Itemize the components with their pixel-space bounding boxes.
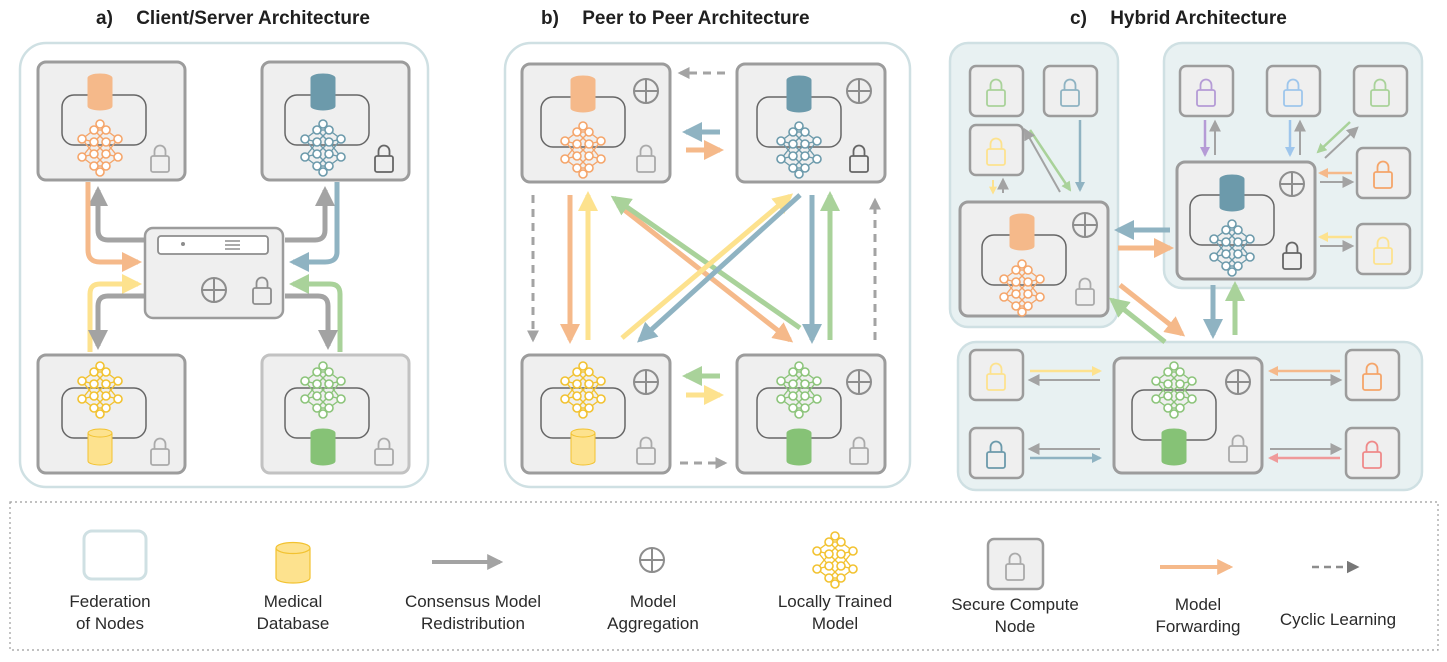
legend-label-cyclic: Cyclic Learning bbox=[1258, 609, 1418, 631]
node-green-hub bbox=[1112, 356, 1264, 475]
legend-line: Redistribution bbox=[421, 614, 525, 633]
secure-node-icon bbox=[986, 537, 1045, 591]
legend-label-local-model: Locally Trained Model bbox=[755, 591, 915, 635]
small-node bbox=[1344, 426, 1401, 480]
panel-c-title: c) Hybrid Architecture bbox=[1070, 8, 1287, 30]
small-node bbox=[1042, 64, 1099, 118]
panel-a-title: a) Client/Server Architecture bbox=[96, 8, 370, 30]
node-yellow bbox=[36, 353, 187, 475]
forwarding-arrow bbox=[1118, 283, 1186, 337]
central-server bbox=[143, 226, 285, 320]
small-node bbox=[1178, 64, 1235, 118]
redistribution-arrow bbox=[285, 186, 335, 243]
forwarding-arrow bbox=[616, 203, 794, 343]
panel-b-title-text: Peer to Peer Architecture bbox=[582, 8, 810, 29]
forwarding-arrow bbox=[1316, 121, 1351, 154]
legend-line: Model bbox=[1174, 595, 1222, 614]
legend-line: Node bbox=[994, 617, 1036, 636]
small-node bbox=[1344, 348, 1401, 402]
node-blue bbox=[260, 60, 411, 182]
legend-line: Model bbox=[629, 592, 677, 611]
legend-label-secure-node: Secure Compute Node bbox=[935, 594, 1095, 638]
panel-c-hybrid bbox=[948, 41, 1424, 492]
legend-line: Federation bbox=[69, 592, 151, 611]
panel-c-letter: c) bbox=[1070, 8, 1087, 29]
legend-line: Locally Trained bbox=[777, 592, 893, 611]
legend-label-aggregation: Model Aggregation bbox=[573, 591, 733, 635]
small-node bbox=[968, 123, 1025, 177]
federation-icon bbox=[82, 529, 148, 581]
legend-line: Cyclic Learning bbox=[1279, 610, 1397, 629]
panel-b-letter: b) bbox=[541, 8, 559, 29]
redistribution-arrow bbox=[285, 293, 338, 350]
node-orange-hub bbox=[958, 200, 1110, 318]
small-node bbox=[1355, 222, 1412, 276]
small-node bbox=[1265, 64, 1322, 118]
node-orange bbox=[520, 62, 672, 184]
legend-line: Consensus Model bbox=[404, 592, 542, 611]
redistribution-arrow bbox=[1023, 127, 1061, 193]
panel-b-peer-to-peer bbox=[503, 41, 912, 489]
legend-line: Forwarding bbox=[1155, 617, 1241, 636]
legend-label-database: Medical Database bbox=[213, 591, 373, 635]
forwarding-arrow bbox=[1108, 297, 1167, 344]
small-node bbox=[968, 64, 1025, 118]
small-node bbox=[1355, 146, 1412, 200]
forwarding-arrow bbox=[637, 193, 802, 343]
legend-border bbox=[9, 501, 1439, 651]
legend-label-redistribution: Consensus Model Redistribution bbox=[393, 591, 553, 635]
neural-network-icon bbox=[812, 531, 858, 589]
panel-a-client-server bbox=[18, 41, 430, 489]
legend-label-forwarding: Model Forwarding bbox=[1118, 594, 1278, 638]
redistribution-arrow bbox=[88, 186, 145, 243]
forwarding-arrow bbox=[620, 193, 794, 340]
panel-b-title: b) Peer to Peer Architecture bbox=[541, 8, 810, 30]
legend-line: Database bbox=[256, 614, 330, 633]
panel-a-letter: a) bbox=[96, 8, 113, 29]
forwarding-arrow bbox=[1028, 129, 1072, 192]
forwarding-arrow bbox=[289, 274, 343, 352]
legend-line: Secure Compute bbox=[951, 595, 1079, 614]
node-blue-hub bbox=[1175, 160, 1317, 281]
node-orange bbox=[36, 60, 187, 182]
node-green bbox=[260, 353, 411, 475]
node-yellow bbox=[520, 353, 672, 475]
node-blue bbox=[735, 62, 887, 184]
legend-label-federation: Federation of Nodes bbox=[30, 591, 190, 635]
forwarding-arrow bbox=[289, 182, 340, 272]
small-node bbox=[1352, 64, 1409, 118]
panel-a-title-text: Client/Server Architecture bbox=[136, 8, 370, 29]
redistribution-arrow bbox=[88, 293, 145, 350]
small-node bbox=[968, 348, 1025, 402]
redistribution-arrow bbox=[1324, 126, 1359, 159]
aggregation-icon bbox=[639, 547, 665, 573]
legend-line: Model bbox=[811, 614, 859, 633]
database-icon bbox=[275, 541, 311, 584]
legend-line: Medical bbox=[263, 592, 323, 611]
forwarding-arrow bbox=[85, 182, 142, 272]
forwarding-arrow bbox=[87, 274, 142, 352]
node-green bbox=[735, 353, 887, 475]
legend bbox=[9, 501, 1439, 651]
small-node bbox=[968, 426, 1025, 480]
legend-line: Aggregation bbox=[607, 614, 699, 633]
legend-line: of Nodes bbox=[75, 614, 145, 633]
panel-c-title-text: Hybrid Architecture bbox=[1110, 8, 1287, 29]
